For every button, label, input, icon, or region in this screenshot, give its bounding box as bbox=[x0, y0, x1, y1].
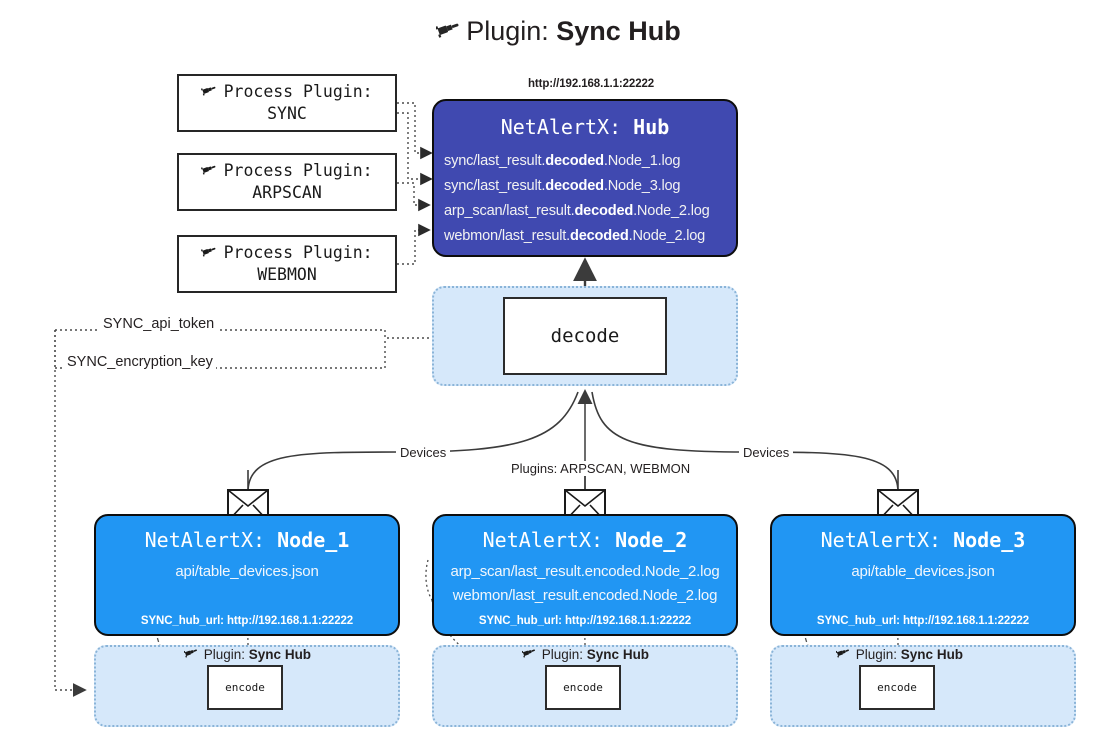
node-line: webmon/last_result.encoded.Node_2.log bbox=[452, 587, 718, 605]
process-plugin-name: ARPSCAN bbox=[252, 183, 322, 203]
hub-log-pre: arp_scan/last_result. bbox=[444, 203, 575, 220]
hub-title-prefix: NetAlertX: bbox=[500, 115, 634, 139]
node-line: api/table_devices.json bbox=[851, 563, 995, 580]
node-title-name: Node_3 bbox=[953, 528, 1026, 552]
plugin-label-name: Sync Hub bbox=[248, 647, 312, 662]
process-plugin-title: Process Plugin: bbox=[223, 82, 373, 102]
node-line-list: api/table_devices.json bbox=[772, 560, 1074, 584]
edge-label-devices-right: Devices bbox=[739, 445, 794, 460]
node-title: NetAlertX: Node_3 bbox=[772, 528, 1074, 552]
node-title-name: Node_2 bbox=[615, 528, 688, 552]
decode-box[interactable]: decode bbox=[503, 297, 667, 375]
process-plugin-box-arpscan[interactable]: Process Plugin: ARPSCAN bbox=[177, 153, 397, 211]
node-title-prefix: NetAlertX: bbox=[144, 528, 278, 552]
node-box-node-3[interactable]: NetAlertX: Node_3 api/table_devices.json… bbox=[770, 514, 1076, 636]
plug-icon bbox=[835, 647, 855, 662]
plugin-label-node-3: Plugin: Sync Hub bbox=[835, 645, 964, 662]
hub-log-line: arp_scan/last_result.decoded.Node_2.log bbox=[444, 199, 736, 224]
node-title-name: Node_1 bbox=[277, 528, 350, 552]
edge-label-plugins-center: Plugins: ARPSCAN, WEBMON bbox=[507, 461, 695, 476]
plug-icon bbox=[435, 16, 462, 47]
node-title: NetAlertX: Node_2 bbox=[434, 528, 736, 552]
edge-label-devices-left: Devices bbox=[396, 445, 451, 460]
page-title: Plugin: Sync Hub bbox=[0, 16, 1117, 47]
hub-node[interactable]: NetAlertX: Hub sync/last_result.decoded.… bbox=[432, 99, 738, 257]
page-title-name: Sync Hub bbox=[556, 16, 681, 46]
hub-log-strong: decoded bbox=[569, 228, 629, 245]
hub-log-post: .Node_2.log bbox=[633, 203, 710, 220]
node-line-list: api/table_devices.json bbox=[96, 560, 398, 584]
encode-box-node-1[interactable]: encode bbox=[207, 665, 283, 710]
hub-url-label: http://192.168.1.1:22222 bbox=[528, 78, 655, 90]
plugin-label-node-2: Plugin: Sync Hub bbox=[521, 645, 650, 662]
plugin-label-prefix: Plugin: bbox=[203, 647, 249, 662]
page-title-prefix: Plugin: bbox=[466, 16, 557, 46]
node-hub-url-label: SYNC_hub_url: http://192.168.1.1:22222 bbox=[140, 615, 354, 627]
node-line-list: arp_scan/last_result.encoded.Node_2.log … bbox=[434, 560, 736, 609]
hub-log-pre: sync/last_result. bbox=[444, 178, 546, 195]
plug-icon bbox=[201, 163, 222, 180]
plugin-label-node-1: Plugin: Sync Hub bbox=[183, 645, 312, 662]
node-title-prefix: NetAlertX: bbox=[820, 528, 954, 552]
process-plugin-box-webmon[interactable]: Process Plugin: WEBMON bbox=[177, 235, 397, 293]
hub-title: NetAlertX: Hub bbox=[434, 115, 736, 139]
plugin-label-name: Sync Hub bbox=[900, 647, 964, 662]
node-hub-url-label: SYNC_hub_url: http://192.168.1.1:22222 bbox=[478, 615, 692, 627]
node-title-prefix: NetAlertX: bbox=[482, 528, 616, 552]
encode-box-node-2[interactable]: encode bbox=[545, 665, 621, 710]
hub-log-line: webmon/last_result.decoded.Node_2.log bbox=[444, 224, 736, 249]
node-line: api/table_devices.json bbox=[175, 563, 319, 580]
plugin-label-name: Sync Hub bbox=[586, 647, 650, 662]
process-plugin-title: Process Plugin: bbox=[223, 243, 373, 263]
plug-icon bbox=[201, 245, 222, 262]
hub-log-post: .Node_3.log bbox=[603, 178, 681, 195]
encode-box-node-3[interactable]: encode bbox=[859, 665, 935, 710]
hub-log-post: .Node_1.log bbox=[603, 153, 681, 169]
hub-log-line: sync/last_result.decoded.Node_1.log bbox=[444, 149, 736, 174]
node-line: arp_scan/last_result.encoded.Node_2.log bbox=[450, 563, 720, 580]
node-box-node-2[interactable]: NetAlertX: Node_2 arp_scan/last_result.e… bbox=[432, 514, 738, 636]
process-plugin-box-sync[interactable]: Process Plugin: SYNC bbox=[177, 74, 397, 132]
node-box-node-1[interactable]: NetAlertX: Node_1 api/table_devices.json… bbox=[94, 514, 400, 636]
hub-log-pre: webmon/last_result. bbox=[444, 228, 570, 245]
hub-title-name: Hub bbox=[633, 115, 670, 139]
hub-log-pre: sync/last_result. bbox=[444, 153, 546, 169]
plug-icon bbox=[201, 84, 222, 101]
plugin-label-prefix: Plugin: bbox=[541, 647, 587, 662]
token-label-api: SYNC_api_token bbox=[100, 316, 218, 332]
node-title: NetAlertX: Node_1 bbox=[96, 528, 398, 552]
process-plugin-name: WEBMON bbox=[257, 265, 317, 285]
plugin-label-prefix: Plugin: bbox=[855, 647, 901, 662]
node-hub-url-label: SYNC_hub_url: http://192.168.1.1:22222 bbox=[816, 615, 1030, 627]
plug-icon bbox=[183, 647, 203, 662]
hub-log-strong: decoded bbox=[545, 178, 604, 195]
process-plugin-title: Process Plugin: bbox=[223, 161, 373, 181]
process-plugin-name: SYNC bbox=[267, 104, 307, 124]
hub-log-post: .Node_2.log bbox=[628, 228, 706, 245]
token-label-encryption-key: SYNC_encryption_key bbox=[64, 354, 216, 370]
hub-log-list: sync/last_result.decoded.Node_1.log sync… bbox=[434, 149, 736, 249]
hub-log-strong: decoded bbox=[574, 203, 634, 220]
hub-log-line: sync/last_result.decoded.Node_3.log bbox=[444, 174, 736, 199]
plug-icon bbox=[521, 647, 541, 662]
hub-log-strong: decoded bbox=[545, 153, 604, 169]
